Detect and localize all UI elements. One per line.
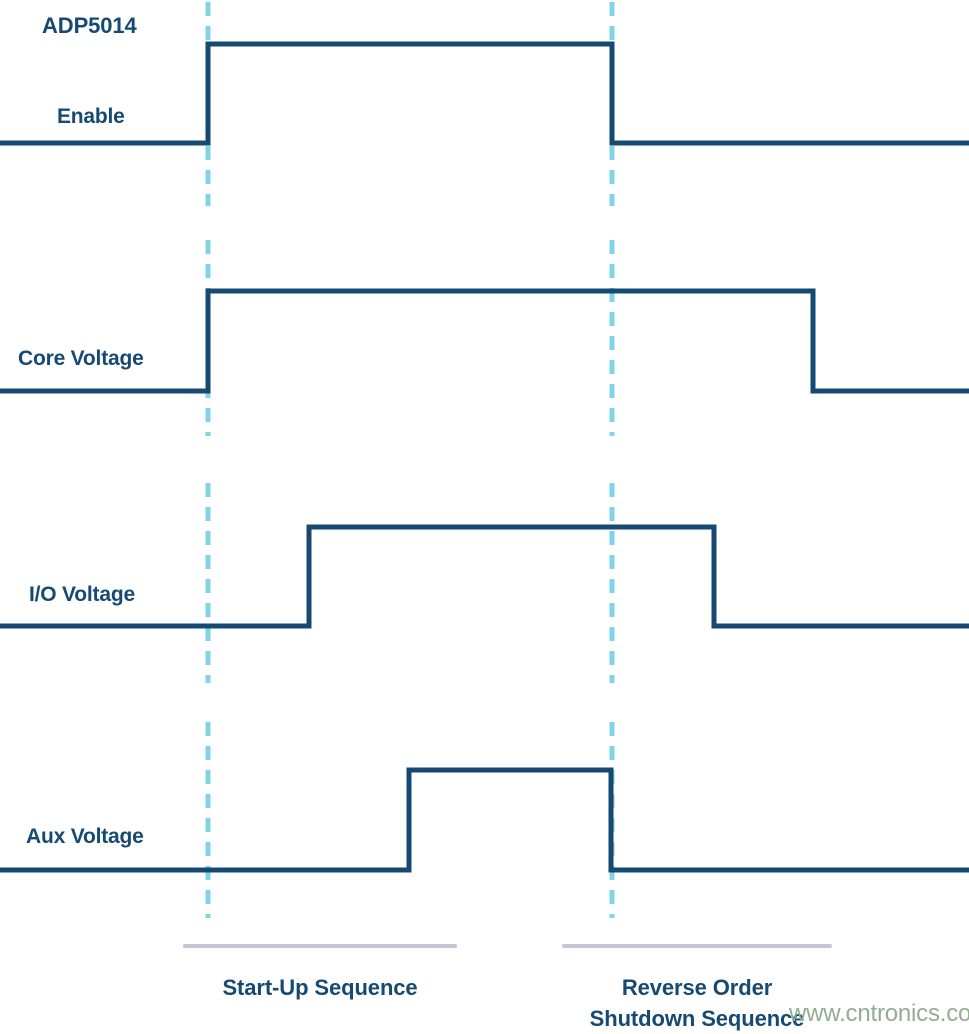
caption-shutdown-line-2: Shutdown Sequence [589,1006,805,1031]
signal-label-core-voltage: Core Voltage [18,347,144,370]
signal-label-aux-voltage: Aux Voltage [26,825,144,848]
caption-shutdown-sequence: Reverse Order Shutdown Sequence [537,972,857,1034]
waveform-io-voltage [0,524,969,629]
waveform-aux-voltage [0,767,969,873]
waveform-core-voltage [0,288,969,394]
waveform-enable [0,41,969,146]
page-title: ADP5014 [42,13,137,38]
signal-label-io-voltage: I/O Voltage [29,583,135,606]
signal-label-enable: Enable [57,105,125,128]
watermark-text: www.cntronics.com [789,1000,969,1027]
caption-rule-shutdown [562,944,832,948]
caption-rule-startup [183,944,457,948]
waveform-group [0,41,969,873]
caption-startup-sequence: Start-Up Sequence [222,975,418,1000]
caption-shutdown-line-1: Reverse Order [621,975,773,1000]
